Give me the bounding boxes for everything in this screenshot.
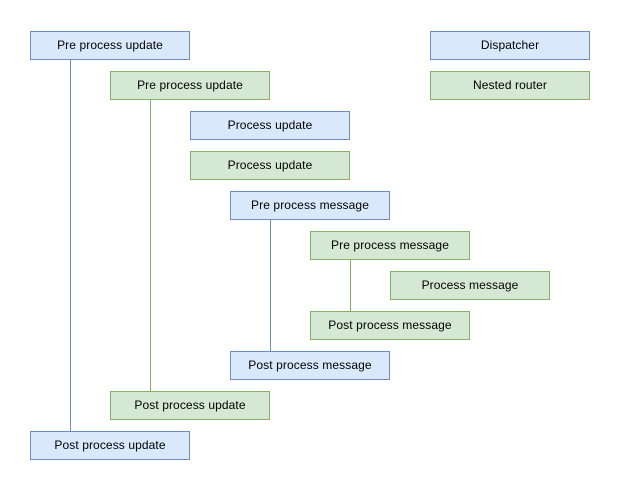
node-post-process-message-dispatcher[interactable]: Post process message	[230, 351, 390, 380]
legend-item-dispatcher[interactable]: Dispatcher	[430, 31, 590, 60]
connector-nested-update-scope	[150, 100, 151, 391]
node-pre-process-update-dispatcher[interactable]: Pre process update	[30, 31, 190, 60]
connector-nested-message-scope	[350, 260, 351, 311]
node-process-message-nested[interactable]: Process message	[390, 271, 550, 300]
node-pre-process-update-nested[interactable]: Pre process update	[110, 71, 270, 100]
node-post-process-update-nested[interactable]: Post process update	[110, 391, 270, 420]
node-process-update-dispatcher[interactable]: Process update	[190, 111, 350, 140]
connector-dispatcher-update-scope	[70, 60, 71, 431]
connector-dispatcher-message-scope	[270, 220, 271, 351]
legend-item-nested[interactable]: Nested router	[430, 71, 590, 100]
node-pre-process-message-dispatcher[interactable]: Pre process message	[230, 191, 390, 220]
node-post-process-update-dispatcher[interactable]: Post process update	[30, 431, 190, 460]
node-process-update-nested[interactable]: Process update	[190, 151, 350, 180]
node-pre-process-message-nested[interactable]: Pre process message	[310, 231, 470, 260]
node-post-process-message-nested[interactable]: Post process message	[310, 311, 470, 340]
